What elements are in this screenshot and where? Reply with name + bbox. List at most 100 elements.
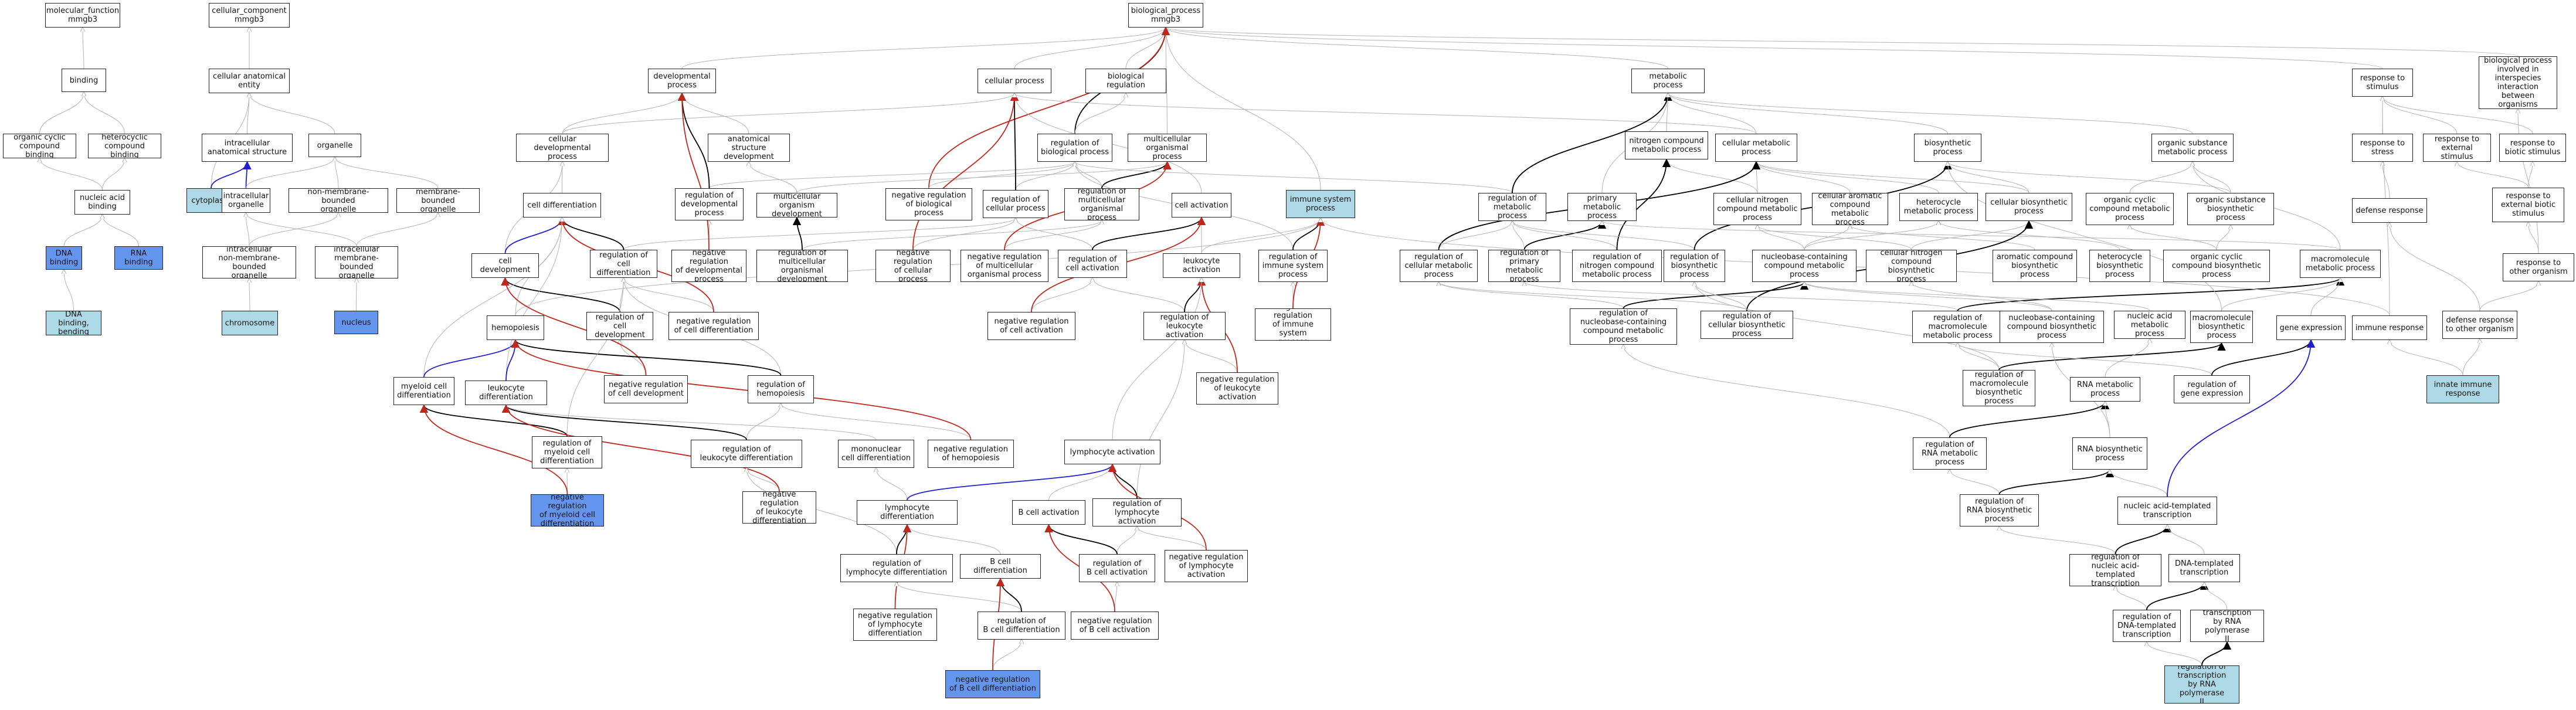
term-node-devp[interactable]: developmental process bbox=[648, 69, 716, 93]
term-node-nrla[interactable]: negative regulation of leukocyte activat… bbox=[1196, 372, 1278, 405]
term-node-celldev[interactable]: cell development bbox=[471, 253, 539, 278]
term-node-imbo[interactable]: intracellular membrane-bounded organelle bbox=[315, 246, 398, 278]
term-node-defr[interactable]: defense response bbox=[2352, 198, 2427, 223]
term-node-hemopoiesis[interactable]: hemopoiesis bbox=[487, 315, 544, 340]
term-node-mod[interactable]: multicellular organism development bbox=[756, 193, 837, 218]
term-node-mcd[interactable]: myeloid cell differentiation bbox=[393, 377, 454, 405]
term-node-pmp[interactable]: primary metabolic process bbox=[1567, 193, 1637, 221]
term-node-nrcp[interactable]: negative regulation of cellular process bbox=[875, 250, 951, 282]
term-node-geneexp[interactable]: gene expression bbox=[2276, 315, 2346, 340]
term-node-rnatt[interactable]: regulation of nucleic acid-templated tra… bbox=[2069, 554, 2161, 586]
term-node-rmbp[interactable]: regulation of macromolecule biosynthetic… bbox=[1963, 370, 2035, 406]
term-node-rncmp[interactable]: regulation of nitrogen compound metaboli… bbox=[1572, 250, 1662, 282]
term-node-rld[interactable]: regulation of leukocyte differentiation bbox=[691, 440, 802, 468]
term-node-nrhemo[interactable]: negative regulation of hemopoiesis bbox=[928, 440, 1014, 468]
term-node-bpiio[interactable]: biological process involved in interspec… bbox=[2479, 56, 2557, 109]
term-node-rcmp[interactable]: regulation of cellular metabolic process bbox=[1400, 250, 1478, 282]
term-node-bp[interactable]: biological_process mmgb3 bbox=[1128, 3, 1203, 28]
term-node-dnabb[interactable]: DNA binding, bending bbox=[46, 311, 101, 335]
term-node-mnd[interactable]: mononuclear cell differentiation bbox=[838, 440, 914, 468]
term-node-asd[interactable]: anatomical structure development bbox=[708, 134, 790, 162]
term-node-rhemo[interactable]: regulation of hemopoiesis bbox=[748, 375, 814, 403]
term-node-biosp[interactable]: biosynthetic process bbox=[1914, 134, 1981, 162]
term-node-rts[interactable]: response to stimulus bbox=[2352, 69, 2413, 97]
term-node-nmbo[interactable]: non-membrane-bounded organelle bbox=[289, 188, 388, 213]
term-node-iir[interactable]: innate immune response bbox=[2426, 375, 2499, 403]
term-node-bioreg[interactable]: biological regulation bbox=[1085, 69, 1166, 93]
term-node-bcellact[interactable]: B cell activation bbox=[1012, 500, 1085, 525]
term-node-organelle[interactable]: organelle bbox=[308, 134, 361, 157]
term-node-celldiff[interactable]: cell differentiation bbox=[523, 193, 601, 218]
term-node-rcp[interactable]: regulation of cellular process bbox=[983, 190, 1048, 218]
term-node-nrmcd[interactable]: negative regulation of myeloid cell diff… bbox=[531, 494, 604, 526]
term-node-rcd[interactable]: regulation of cell differentiation bbox=[590, 250, 657, 278]
term-node-inmbo[interactable]: intracellular non-membrane-bounded organ… bbox=[202, 246, 296, 278]
term-node-occb[interactable]: organic cyclic compound binding bbox=[3, 134, 76, 158]
term-node-rmod[interactable]: regulation of multicellular organismal d… bbox=[756, 250, 848, 282]
term-node-mop[interactable]: multicellular organismal process bbox=[1128, 134, 1207, 162]
term-node-rlympdiff[interactable]: regulation of lymphocyte differentiation bbox=[840, 554, 953, 582]
term-node-io[interactable]: intracellular organelle bbox=[222, 188, 270, 213]
term-node-nrbcd[interactable]: negative regulation of B cell differenti… bbox=[945, 670, 1040, 698]
term-node-rtes[interactable]: response to external stimulus bbox=[2423, 134, 2491, 162]
term-node-nrbp[interactable]: negative regulation of biological proces… bbox=[885, 188, 972, 220]
term-node-chromosome[interactable]: chromosome bbox=[222, 311, 278, 335]
term-node-nrlympdiff[interactable]: negative regulation of lymphocyte differ… bbox=[853, 609, 937, 641]
term-node-rtoo[interactable]: response to other organism bbox=[2503, 253, 2574, 281]
term-node-rla[interactable]: regulation of leukocyte activation bbox=[1143, 312, 1226, 340]
term-node-cc[interactable]: cellular_component mmgb3 bbox=[209, 3, 290, 28]
term-node-dnatt[interactable]: DNA-templated transcription bbox=[2168, 554, 2240, 582]
term-node-ias[interactable]: intracellular anatomical structure bbox=[202, 134, 293, 162]
term-node-isp[interactable]: immune system process bbox=[1286, 190, 1355, 218]
term-node-occbp[interactable]: organic cyclic compound biosynthetic pro… bbox=[2163, 250, 2270, 282]
term-node-rbcd[interactable]: regulation of B cell differentiation bbox=[978, 612, 1065, 640]
term-node-hcb[interactable]: heterocyclic compound binding bbox=[88, 134, 161, 158]
term-node-lympdiff[interactable]: lymphocyte differentiation bbox=[857, 500, 958, 525]
term-node-nrdp[interactable]: negative regulation of developmental pro… bbox=[671, 250, 746, 282]
term-node-hbp[interactable]: heterocycle biosynthetic process bbox=[2089, 250, 2150, 282]
term-node-nrld[interactable]: negative regulation of leukocyte differe… bbox=[742, 491, 816, 524]
term-node-occmp[interactable]: organic cyclic compound metabolic proces… bbox=[2086, 193, 2174, 225]
term-node-namp[interactable]: nucleic acid metabolic process bbox=[2114, 311, 2185, 339]
term-node-nrca[interactable]: negative regulation of cell activation bbox=[987, 312, 1075, 340]
term-node-hmp[interactable]: heterocycle metabolic process bbox=[1899, 193, 1978, 221]
term-node-immr[interactable]: immune response bbox=[2352, 315, 2427, 340]
term-node-leukact[interactable]: leukocyte activation bbox=[1163, 253, 1240, 278]
term-node-nbcmp[interactable]: nucleobase-containing compound metabolic… bbox=[1752, 250, 1857, 282]
term-node-rca[interactable]: regulation of cell activation bbox=[1058, 250, 1127, 278]
term-node-rtebs[interactable]: response to external biotic stimulus bbox=[2492, 188, 2564, 222]
term-node-rmmp[interactable]: regulation of macromolecule metabolic pr… bbox=[1912, 311, 2003, 343]
term-node-rmcd[interactable]: regulation of myeloid cell differentiati… bbox=[532, 436, 602, 468]
term-node-nab[interactable]: nucleic acid binding bbox=[74, 190, 130, 215]
term-node-acbp[interactable]: aromatic compound biosynthetic process bbox=[1993, 250, 2077, 282]
term-node-mf[interactable]: molecular_function mmgb3 bbox=[45, 3, 120, 28]
term-node-mbp[interactable]: macromolecule biosynthetic process bbox=[2190, 311, 2253, 343]
term-node-rbca[interactable]: regulation of B cell activation bbox=[1079, 554, 1155, 582]
term-node-osbp[interactable]: organic substance biosynthetic process bbox=[2187, 193, 2274, 225]
term-node-rlympact[interactable]: regulation of lymphocyte activation bbox=[1092, 498, 1182, 526]
term-node-nucleus[interactable]: nucleus bbox=[334, 311, 378, 334]
term-node-rdnatt[interactable]: regulation of DNA-templated transcriptio… bbox=[2113, 610, 2181, 642]
term-node-rtbs[interactable]: response to biotic stimulus bbox=[2499, 134, 2566, 162]
term-node-nrcd[interactable]: negative regulation of cell differentiat… bbox=[668, 312, 759, 340]
term-node-ncmp[interactable]: nitrogen compound metabolic process bbox=[1625, 131, 1708, 159]
term-node-rcdev[interactable]: regulation of cell development bbox=[586, 312, 653, 340]
term-node-tbrnap2[interactable]: transcription by RNA polymerase II bbox=[2190, 610, 2264, 642]
term-node-cdp[interactable]: cellular developmental process bbox=[516, 134, 609, 162]
term-node-rtst[interactable]: response to stress bbox=[2352, 134, 2413, 162]
term-node-cellp[interactable]: cellular process bbox=[978, 69, 1051, 93]
term-node-osmp[interactable]: organic substance metabolic process bbox=[2151, 134, 2234, 162]
term-node-dnab[interactable]: DNA binding bbox=[46, 246, 82, 270]
term-node-nrisp[interactable]: negative regulation of immune system pro… bbox=[1255, 308, 1331, 341]
term-node-cbp[interactable]: cellular biosynthetic process bbox=[1986, 193, 2072, 221]
term-node-rmop[interactable]: regulation of multicellular organismal p… bbox=[1064, 188, 1139, 220]
term-node-nrcdev[interactable]: negative regulation of cell development bbox=[604, 375, 688, 403]
term-node-rnabp[interactable]: RNA biosynthetic process bbox=[2072, 437, 2147, 470]
term-node-rrnamp[interactable]: regulation of RNA metabolic process bbox=[1913, 437, 1987, 470]
term-node-rdp[interactable]: regulation of developmental process bbox=[675, 188, 744, 220]
term-node-rnamp[interactable]: RNA metabolic process bbox=[2070, 377, 2140, 402]
term-node-rnab[interactable]: RNA binding bbox=[114, 246, 163, 270]
term-node-nrbca[interactable]: negative regulation of B cell activation bbox=[1071, 612, 1159, 640]
term-node-mmp[interactable]: macromolecule metabolic process bbox=[2300, 250, 2381, 278]
term-node-nbcbp[interactable]: nucleobase-containing compound biosynthe… bbox=[2000, 311, 2104, 343]
